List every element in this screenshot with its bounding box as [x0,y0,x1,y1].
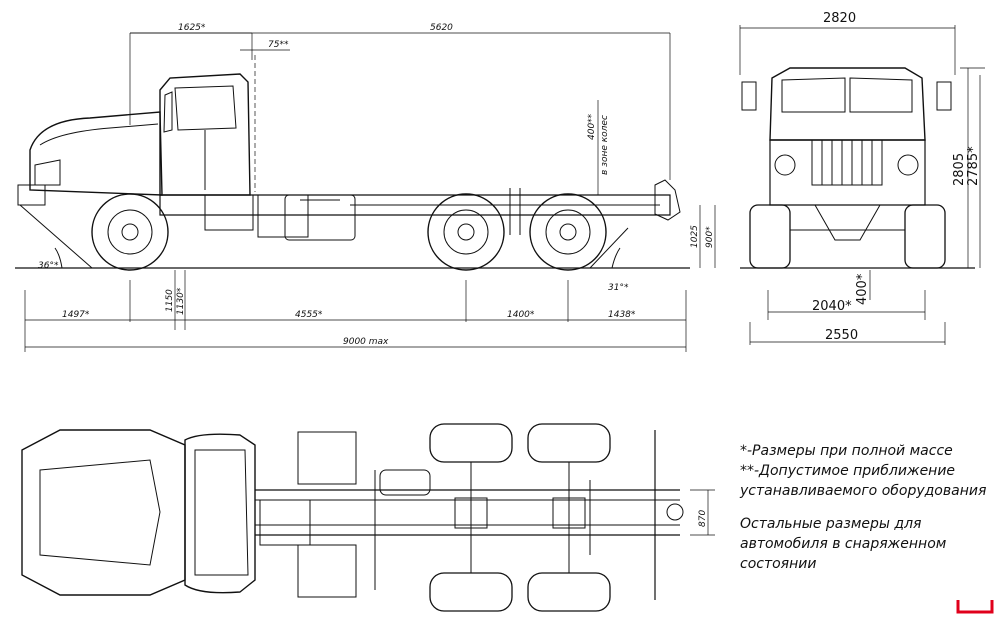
dim-1150: 1150 [165,289,175,312]
dim-1625: 1625* [178,23,206,33]
dim-400: 400** [587,113,597,140]
dim-1400: 1400* [507,310,535,320]
dim-4555: 4555* [295,310,323,320]
dim-900: 900* [705,226,715,248]
dim-2805: 2805 [952,153,967,186]
dim-1130: 1130* [176,287,186,315]
side-view [15,32,716,352]
angle-31: 31°* [608,283,629,293]
note-line-5: автомобиля в снаряженном [740,536,947,552]
dim-2785: 2785* [966,146,981,186]
dim-1497: 1497* [62,310,90,320]
dim-1025: 1025 [690,225,700,248]
dim-2040: 2040* [812,299,852,314]
dim-75: 75** [268,40,289,50]
dim-zone-label: в зоне колес [600,115,610,175]
dim-870: 870 [698,510,708,527]
notes: *-Размеры при полной массе **-Допустимое… [739,443,986,572]
dim-9000: 9000 max [343,337,389,347]
note-line-1: *-Размеры при полной массе [740,443,953,459]
front-view-labels: 2820 2805 2785* 400* 2040* 2550 [812,11,981,343]
corner-mark [956,600,994,614]
note-line-6: состоянии [740,556,816,572]
dim-2820: 2820 [823,11,856,26]
dim-1438: 1438* [608,310,636,320]
top-view [21,423,715,612]
note-line-3: устанавливаемого оборудования [739,483,986,499]
dim-2550: 2550 [825,328,858,343]
note-line-2: **-Допустимое приближение [740,463,955,479]
side-view-labels: 1625* 5620 75** 400** в зоне колес 1025 … [38,23,715,347]
angle-36: 36°* [38,261,59,271]
note-line-4: Остальные размеры для [740,516,921,532]
front-view [739,25,985,345]
dim-400-front: 400* [855,273,870,305]
top-view-labels: 870 [698,510,708,527]
dim-5620: 5620 [430,23,453,33]
